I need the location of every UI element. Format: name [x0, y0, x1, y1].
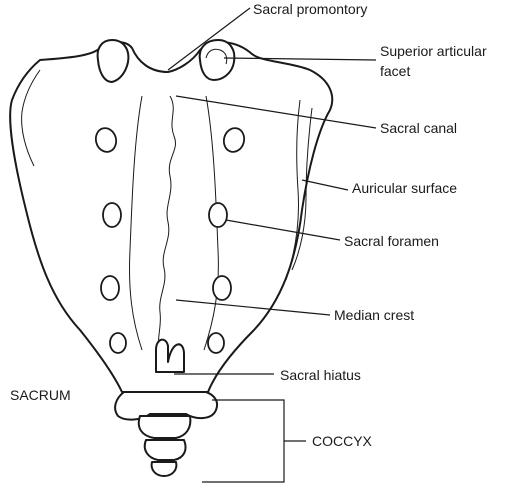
left-wing-edge: [21, 69, 41, 167]
median-crest-line: [158, 95, 176, 351]
sacral-foramen-left-3: [100, 275, 120, 301]
left-lateral-line: [129, 95, 143, 351]
leader-median-crest: [175, 299, 331, 316]
leader-sacral-promontory: [167, 7, 251, 71]
sacral-foramen-right-2: [208, 202, 228, 228]
sacral-foramen-right-1: [222, 127, 246, 153]
label-sacral-hiatus: Sacral hiatus: [280, 367, 361, 383]
label-superior-articular-facet-1: Superior articular: [380, 43, 487, 59]
label-coccyx: COCCYX: [312, 433, 373, 449]
sacrum-body: [9, 41, 334, 393]
coccyx-segment-3: [143, 439, 187, 461]
left-articular-process: [96, 39, 130, 83]
sacral-foramen-right-4: [207, 332, 225, 354]
sacral-foramen-left-1: [94, 127, 118, 153]
leader-auricular-surface: [301, 179, 349, 191]
leader-sacral-foramen: [225, 219, 341, 241]
right-facet-detail: [205, 48, 228, 65]
label-superior-articular-facet-2: facet: [380, 63, 410, 79]
coccyx-bracket: [202, 399, 306, 483]
sacral-foramen-left-4: [109, 332, 127, 354]
right-articular-process: [198, 39, 236, 81]
label-auricular-surface: Auricular surface: [352, 180, 457, 196]
coccyx-segment-4: [150, 461, 178, 477]
sacral-foramen-right-3: [212, 275, 232, 301]
sacral-foramen-left-2: [102, 202, 122, 228]
label-median-crest: Median crest: [334, 307, 414, 323]
coccyx-segment-2: [137, 415, 192, 439]
leader-superior-articular-facet: [223, 57, 377, 61]
right-lateral-line: [203, 95, 219, 351]
leader-sacral-canal: [175, 95, 377, 129]
sacral-hiatus-shape: [155, 338, 185, 373]
label-sacral-foramen: Sacral foramen: [344, 233, 439, 249]
auricular-surface-inner: [291, 107, 313, 271]
label-sacral-canal: Sacral canal: [380, 120, 457, 136]
auricular-surface-edge: [285, 99, 301, 281]
label-sacral-promontory: Sacral promontory: [253, 1, 367, 17]
label-sacrum-title: SACRUM: [10, 387, 71, 403]
